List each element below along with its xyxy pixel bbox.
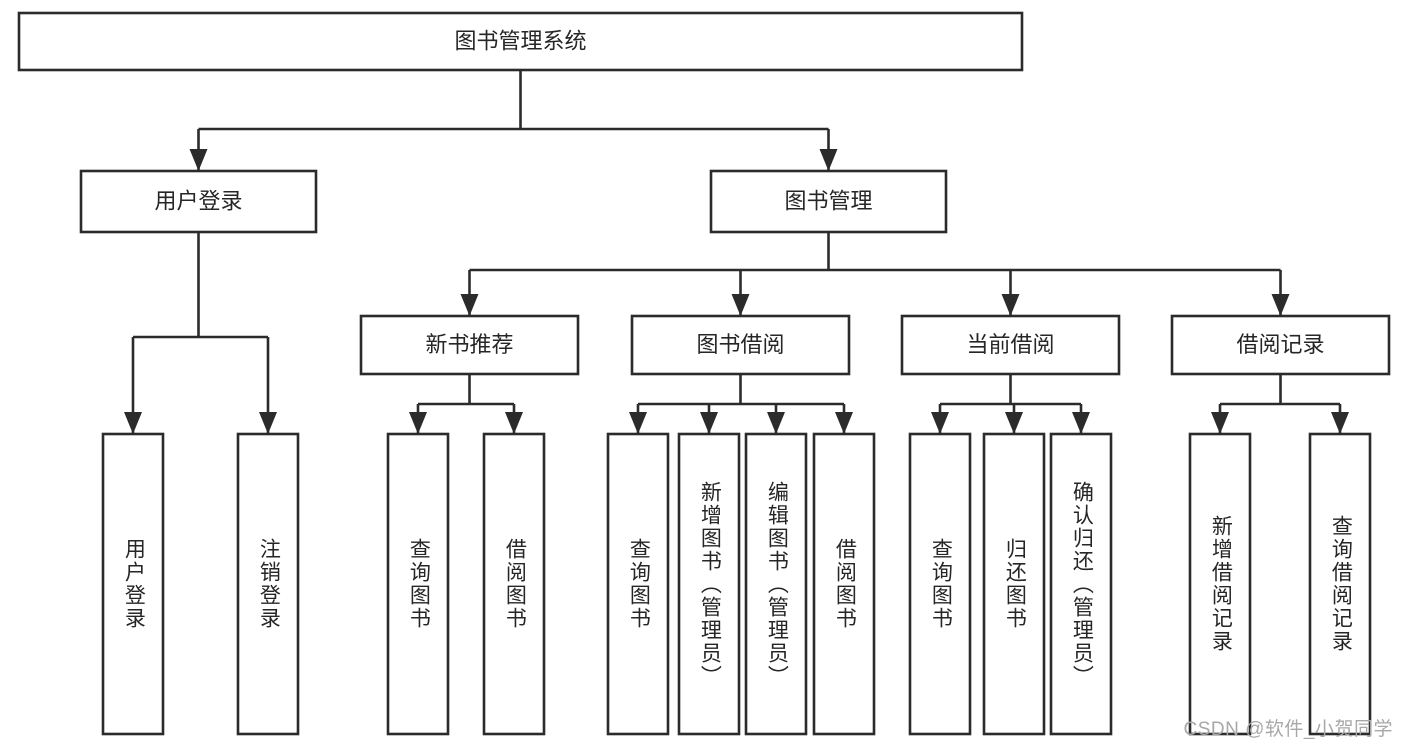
arrow-to-book-borrow xyxy=(731,294,750,316)
node-leaf-borrow-book-2[interactable] xyxy=(812,432,876,736)
node-leaf-confirm-return-admin[interactable] xyxy=(1049,432,1113,736)
node-leaf-borrow-book-1[interactable] xyxy=(482,432,546,736)
arrow-to-leaf-borrow-book-2 xyxy=(835,412,853,434)
node-leaf-return-book[interactable] xyxy=(982,432,1046,736)
arrow-to-leaf-query-book-2 xyxy=(629,412,647,434)
node-new-book-recommend[interactable]: 新书推荐 xyxy=(359,314,580,376)
arrow-to-book-manage xyxy=(819,149,838,171)
arrow-to-leaf-edit-book-admin xyxy=(767,412,785,434)
node-user-login[interactable]: 用户登录 xyxy=(79,169,318,234)
node-user-login-rect xyxy=(79,169,318,234)
node-root-label: 图书管理系统 xyxy=(454,28,586,53)
arrow-to-leaf-add-borrow-record xyxy=(1211,412,1229,434)
node-leaf-logout-login[interactable] xyxy=(236,432,300,736)
arrow-to-current-borrow xyxy=(1001,294,1020,316)
node-leaf-logout-login-rect xyxy=(236,432,300,736)
node-leaf-confirm-return-admin-rect xyxy=(1049,432,1113,736)
node-leaf-query-book-1[interactable] xyxy=(386,432,450,736)
node-borrow-record-label: 借阅记录 xyxy=(1236,332,1324,357)
arrow-to-leaf-user-login xyxy=(124,412,142,434)
node-leaf-edit-book-admin-rect xyxy=(744,432,808,736)
node-leaf-add-borrow-record[interactable] xyxy=(1188,432,1252,736)
connectors-layer xyxy=(124,70,1349,434)
node-leaf-add-borrow-record-rect xyxy=(1188,432,1252,736)
node-book-borrow-label: 图书借阅 xyxy=(696,332,784,357)
node-current-borrow[interactable]: 当前借阅 xyxy=(900,314,1121,376)
node-borrow-record[interactable]: 借阅记录 xyxy=(1170,314,1391,376)
arrow-to-leaf-add-book-admin xyxy=(700,412,718,434)
node-current-borrow-label: 当前借阅 xyxy=(966,332,1054,357)
node-leaf-add-book-admin-rect xyxy=(677,432,741,736)
node-new-book-recommend-rect xyxy=(359,314,580,376)
node-root-rect xyxy=(17,11,1024,72)
arrow-to-leaf-query-book-1 xyxy=(409,412,427,434)
node-leaf-query-book-3[interactable] xyxy=(908,432,972,736)
node-book-borrow[interactable]: 图书借阅 xyxy=(630,314,851,376)
node-leaf-user-login-rect xyxy=(101,432,165,736)
node-leaf-query-book-2[interactable] xyxy=(606,432,670,736)
node-leaf-query-book-3-rect xyxy=(908,432,972,736)
arrow-to-new-book-recommend xyxy=(460,294,479,316)
node-current-borrow-rect xyxy=(900,314,1121,376)
arrow-to-leaf-logout-login xyxy=(259,412,277,434)
node-book-manage-label: 图书管理 xyxy=(784,188,872,213)
node-root[interactable]: 图书管理系统 xyxy=(17,11,1024,72)
node-borrow-record-rect xyxy=(1170,314,1391,376)
arrow-to-leaf-borrow-book-1 xyxy=(505,412,523,434)
node-book-borrow-rect xyxy=(630,314,851,376)
node-new-book-recommend-label: 新书推荐 xyxy=(425,332,513,357)
node-leaf-edit-book-admin[interactable] xyxy=(744,432,808,736)
arrow-to-leaf-query-book-3 xyxy=(931,412,949,434)
node-leaf-query-borrow-record[interactable] xyxy=(1308,432,1372,736)
arrow-to-user-login xyxy=(189,149,208,171)
node-leaf-add-book-admin[interactable] xyxy=(677,432,741,736)
node-book-manage-rect xyxy=(709,169,948,234)
node-leaf-return-book-rect xyxy=(982,432,1046,736)
arrow-to-leaf-confirm-return-admin xyxy=(1072,412,1090,434)
node-user-login-label: 用户登录 xyxy=(154,188,242,213)
node-leaf-borrow-book-1-rect xyxy=(482,432,546,736)
arrow-to-leaf-return-book xyxy=(1005,412,1023,434)
node-book-manage[interactable]: 图书管理 xyxy=(709,169,948,234)
arrow-to-borrow-record xyxy=(1271,294,1290,316)
node-leaf-query-borrow-record-rect xyxy=(1308,432,1372,736)
node-leaf-borrow-book-2-rect xyxy=(812,432,876,736)
node-leaf-user-login[interactable] xyxy=(101,432,165,736)
node-leaf-query-book-2-rect xyxy=(606,432,670,736)
node-leaf-query-book-1-rect xyxy=(386,432,450,736)
arrow-to-leaf-query-borrow-record xyxy=(1331,412,1349,434)
watermark: CSDN @软件_小贺同学 xyxy=(1183,719,1393,740)
